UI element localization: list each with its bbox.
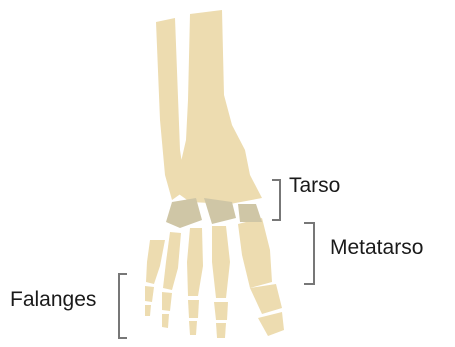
cuneiform-bone [238, 204, 262, 222]
phalanx-toe4-proximal [162, 292, 172, 311]
phalanx-toe3-proximal [188, 300, 199, 318]
metatarsal-3 [187, 228, 203, 296]
phalanges-bracket [119, 274, 127, 338]
phalanx-big-toe-distal [258, 312, 284, 336]
phalanx-toe2-distal [216, 323, 226, 338]
phalanx-big-toe-proximal [250, 284, 282, 314]
phalanges-label: Falanges [10, 288, 96, 312]
metatarsal-4 [163, 232, 181, 290]
phalanx-toe3-distal [189, 321, 197, 335]
metatarsal-5 [146, 240, 165, 284]
metatarsus-label: Metatarso [330, 236, 423, 260]
metatarsal-2 [212, 226, 230, 298]
phalanx-toe5-proximal [145, 286, 154, 302]
phalanx-toe2-proximal [214, 302, 228, 320]
phalanx-toe4-distal [162, 314, 169, 328]
cuboid-bone [204, 198, 236, 224]
metatarsus-bracket [304, 223, 314, 284]
tarsus-bracket [272, 180, 280, 220]
navicular-bone [166, 198, 202, 228]
metatarsal-1 [238, 218, 272, 288]
tarsus-label: Tarso [289, 174, 340, 198]
phalanx-toe5-distal [145, 305, 151, 316]
